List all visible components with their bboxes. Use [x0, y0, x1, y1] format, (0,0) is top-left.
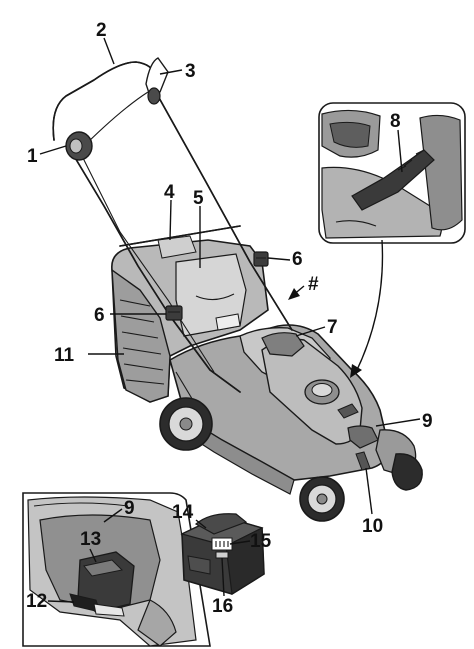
front-left-wheel: [299, 476, 345, 522]
callout-6-right: 6: [292, 249, 303, 270]
callout-13: 13: [80, 529, 101, 550]
callout-9-main: 9: [422, 411, 433, 432]
callout-hash: #: [308, 274, 319, 295]
battery-pack: [180, 513, 265, 596]
rear-left-wheel: [159, 397, 213, 451]
callout-8: 8: [390, 111, 401, 132]
callout-1: 1: [27, 146, 38, 167]
callout-11: 11: [54, 345, 75, 366]
callout-2: 2: [96, 20, 107, 41]
callout-3: 3: [185, 61, 196, 82]
grass-box: [111, 235, 269, 403]
callout-4: 4: [164, 182, 175, 203]
callout-12: 12: [26, 591, 47, 612]
callout-labels: 1 2 3 4 5 6 # 6 7 8 9 10 11 9 13 12 14 1…: [26, 20, 433, 617]
mower-illustration: [52, 57, 423, 522]
leader-lines: [39, 37, 421, 603]
callout-14: 14: [172, 502, 194, 523]
inset-height-adjuster: [318, 102, 466, 244]
callout-10: 10: [362, 516, 383, 537]
callout-6-left: 6: [94, 305, 105, 326]
callout-7: 7: [327, 317, 338, 338]
handle-frame: [52, 57, 293, 393]
inset-battery-slot: [22, 492, 211, 647]
callout-9-inset: 9: [124, 498, 135, 519]
callout-5: 5: [193, 188, 204, 209]
front-right-wheel: [391, 453, 423, 491]
callout-15: 15: [250, 531, 272, 552]
callout-16: 16: [212, 596, 233, 617]
